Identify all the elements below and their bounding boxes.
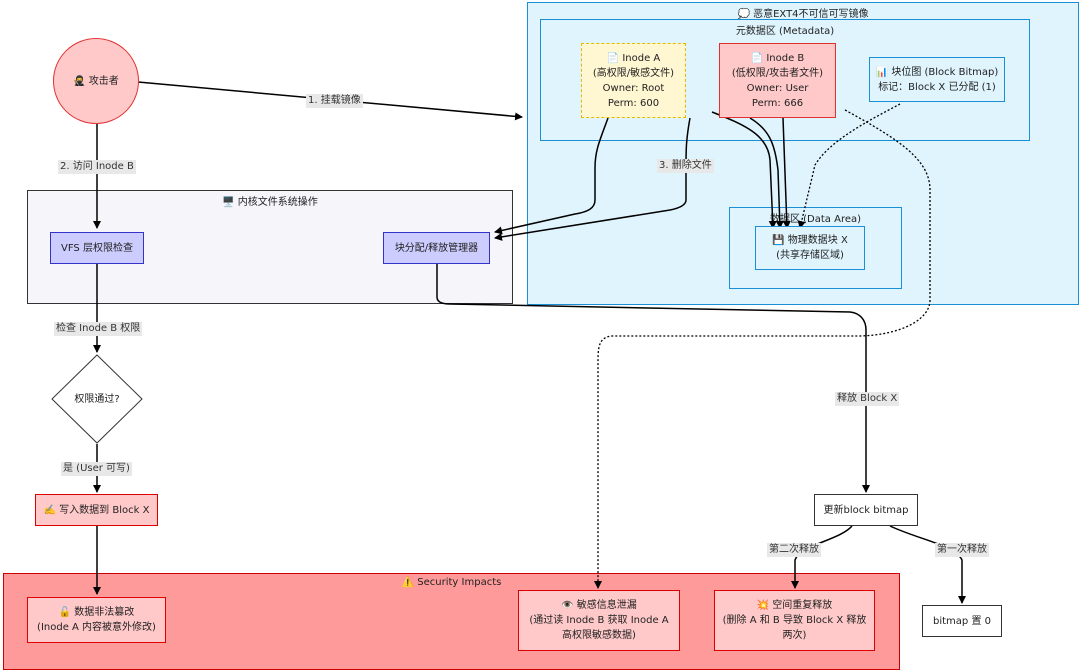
edge-label-access: 2. 访问 Inode B [58,160,136,174]
kernel-cluster-title: 🖥️ 内核文件系统操作 [222,197,318,208]
bitmap-title: 📊 块位图 (Block Bitmap) [875,66,999,78]
bitmap-zero-node[interactable]: bitmap 置 0 [922,605,1002,637]
decision-shape [51,354,143,444]
leak-node[interactable]: 👁️ 敏感信息泄漏 (通过读 Inode B 获取 Inode A 高权限敏感数… [518,590,680,651]
inode-b-desc: (低权限/攻击者文件) [731,67,824,79]
update-bitmap-label: 更新block bitmap [823,504,909,516]
double-free-node[interactable]: 💥 空间重复释放 (删除 A 和 B 导致 Block X 释放 两次) [714,590,875,651]
tamper-title: 🔓 数据非法篡改 [58,607,135,618]
edge-label-mount: 1. 挂载镜像 [306,94,363,108]
edge-label-release: 释放 Block X [835,392,900,406]
update-bitmap-node[interactable]: 更新block bitmap [814,494,918,526]
leak-desc-1: (通过读 Inode B 获取 Inode A [529,615,669,626]
vfs-node[interactable]: VFS 层权限检查 [50,232,144,264]
block-x-node[interactable]: 💾 物理数据块 X (共享存储区域) [755,226,865,270]
inode-a-owner: Owner: Root [602,82,665,94]
data-area-cluster-title: 数据区 (Data Area) [769,214,862,225]
image-cluster-title: 💭 恶意EXT4不可信可写镜像 [737,9,869,20]
inode-a-desc: (高权限/敏感文件) [592,67,675,79]
block-x-title: 💾 物理数据块 X [772,235,848,246]
inode-b-owner: Owner: User [746,82,809,94]
inode-a-node[interactable]: 📄 Inode A (高权限/敏感文件) Owner: Root Perm: 6… [581,43,686,118]
edge-label-first-free: 第一次释放 [935,543,989,557]
double-free-title: 💥 空间重复释放 [756,600,833,611]
alloc-label: 块分配/释放管理器 [394,242,479,254]
write-node[interactable]: ✍️ 写入数据到 Block X [35,494,158,526]
bitmap-desc: 标记：Block X 已分配 (1) [878,81,996,93]
impacts-cluster-title: ⚠️ Security Impacts [401,577,502,588]
decision-node[interactable]: 权限通过? [51,354,143,444]
block-x-desc: (共享存储区域) [776,250,844,261]
write-label: ✍️ 写入数据到 Block X [43,504,150,516]
inode-a-title: 📄 Inode A [606,52,661,64]
leak-title: 👁️ 敏感信息泄漏 [561,600,637,611]
edge-first-free [889,525,966,604]
decision-text: 权限通过? [51,354,143,444]
metadata-cluster-title: 元数据区 (Metadata) [735,26,835,37]
alloc-node[interactable]: 块分配/释放管理器 [383,232,490,264]
double-free-desc-2: 两次) [782,630,807,641]
edge-label-delete: 3. 删除文件 [657,159,714,173]
leak-desc-2: 高权限敏感数据) [562,630,636,641]
bitmap-node[interactable]: 📊 块位图 (Block Bitmap) 标记：Block X 已分配 (1) [869,57,1005,102]
tamper-node[interactable]: 🔓 数据非法篡改 (Inode A 内容被意外修改) [27,597,166,643]
vfs-label: VFS 层权限检查 [61,242,133,254]
decision-label: 权限通过? [74,393,120,405]
tamper-desc: (Inode A 内容被意外修改) [37,622,156,633]
edge-label-second-free: 第二次释放 [767,543,821,557]
inode-a-perm: Perm: 600 [607,97,660,109]
double-free-desc-1: (删除 A 和 B 导致 Block X 释放 [722,615,867,626]
edge-label-yes: 是 (User 可写) [61,462,132,476]
attacker-node[interactable]: 🥷 攻击者 [53,38,139,124]
inode-b-title: 📄 Inode B [750,52,805,64]
edge-label-check: 检查 Inode B 权限 [54,322,143,336]
inode-b-perm: Perm: 666 [751,97,804,109]
bitmap-zero-label: bitmap 置 0 [933,615,991,627]
attacker-label: 🥷 攻击者 [73,75,119,87]
inode-b-node[interactable]: 📄 Inode B (低权限/攻击者文件) Owner: User Perm: … [719,43,836,118]
